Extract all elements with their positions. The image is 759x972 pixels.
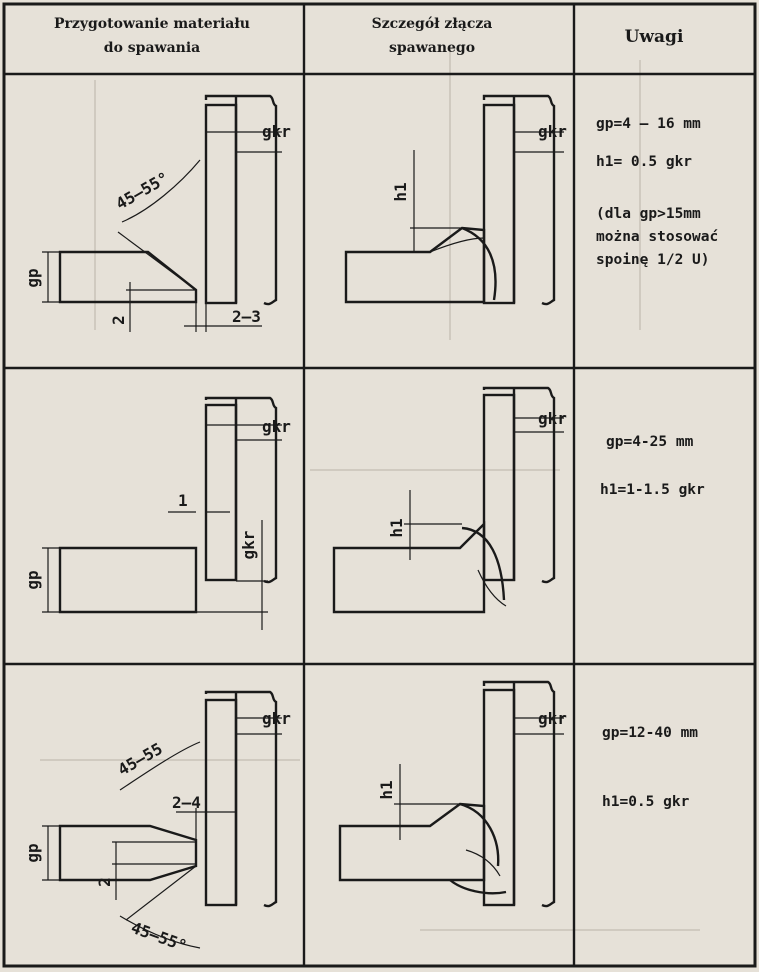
row3-prep-angle-top: 45–55 [115,739,166,780]
row1-notes: gp=4 – 16 mm h1= 0.5 gkr (dla gp>15mm mo… [596,116,718,268]
row3-detail: gkr h1 [338,680,567,908]
row2-prep-gkr-side: gkr [239,531,258,560]
row2-preparation: gkr gp 1 gkr [23,396,291,630]
row1-prep-rootface: 2 [109,315,128,325]
row3-note-2: h1=0.5 gkr [602,794,690,810]
header-col3: Uwagi [625,27,684,47]
row3-prep-gp: gp [23,843,42,862]
row3-note-1: gp=12-40 mm [602,725,698,741]
row1-note-3: (dla gp>15mm [596,206,701,222]
row1-note-2: h1= 0.5 gkr [596,154,692,170]
header-col1-line1: Przygotowanie materiału [54,16,250,32]
row2-prep-gkr: gkr [262,417,291,436]
row1-prep-gap: 2–3 [232,307,261,326]
row1-preparation: gkr 45–55° gp 2 2–3 [23,94,291,332]
row1-note-5: spoinę 1/2 U) [596,252,710,268]
row2-prep-gap: 1 [178,491,188,510]
row1-detail-gkr: gkr [538,122,567,141]
row3-notes: gp=12-40 mm h1=0.5 gkr [602,725,698,810]
row3-prep-gap: 2–4 [172,793,201,812]
row2-note-2: h1=1-1.5 gkr [600,482,705,498]
row2-detail: gkr h1 [332,386,567,614]
row3-prep-angle-bottom: 45–55° [129,918,190,956]
row2-detail-h1: h1 [387,518,406,537]
row2-prep-gp: gp [23,570,42,589]
row3-prep-gkr: gkr [262,709,291,728]
row3-prep-rootface: 2 [95,877,114,887]
row1-detail-h1: h1 [391,182,410,201]
header-col2-line1: Szczegół złącza [372,16,493,32]
row1-prep-gp: gp [23,268,42,287]
header-col2-line2: spawanego [389,40,475,56]
background-bleed-through [40,50,700,931]
row3-preparation: gkr 45–55 2–4 gp 2 45–55° [23,690,291,956]
row2-notes: gp=4-25 mm h1=1-1.5 gkr [600,434,705,498]
row1-note-4: można stosować [596,229,718,245]
row3-detail-h1: h1 [377,780,396,799]
row1-detail: gkr h1 [344,94,567,306]
row2-detail-gkr: gkr [538,409,567,428]
header-col1-line2: do spawania [104,40,200,56]
row1-note-1: gp=4 – 16 mm [596,116,701,132]
row3-detail-gkr: gkr [538,709,567,728]
row1-prep-gkr: gkr [262,122,291,141]
row1-prep-angle: 45–55° [113,168,173,213]
row2-note-1: gp=4-25 mm [606,434,694,450]
